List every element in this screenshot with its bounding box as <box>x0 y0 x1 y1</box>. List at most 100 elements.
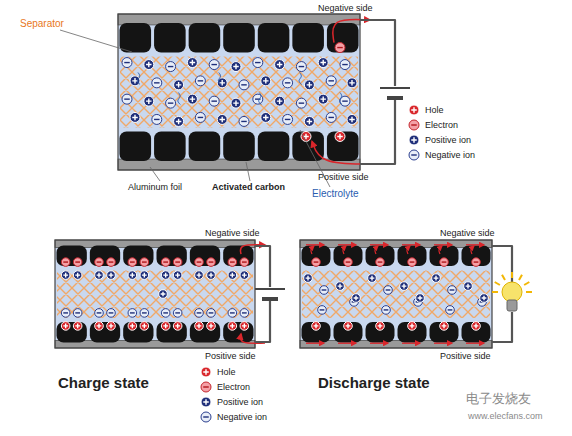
pos-particle <box>304 274 313 283</box>
pos-particle <box>240 271 249 280</box>
swatch-symbol <box>408 104 420 116</box>
hole-particle <box>201 367 211 377</box>
pos-particle <box>336 282 345 291</box>
legend-item: Positive ion <box>408 134 471 146</box>
wire <box>360 20 395 86</box>
aluminum-foil <box>300 240 492 248</box>
neg-particle <box>318 306 327 315</box>
battery-symbol <box>380 86 410 100</box>
neg-particle <box>173 309 182 318</box>
activated-carbon <box>189 23 221 53</box>
electron-particle <box>335 43 345 53</box>
aluminum-foil <box>55 240 255 248</box>
neg-particle <box>228 309 237 318</box>
hole-particle <box>195 322 204 331</box>
pos-particle <box>347 114 357 124</box>
label: Negative side <box>205 228 260 238</box>
hole-particle <box>240 322 249 331</box>
activated-carbon <box>157 246 187 267</box>
solvent-molecule <box>259 93 262 105</box>
neg-particle <box>107 309 116 318</box>
legend-text: Electron <box>217 382 250 392</box>
electron-particle <box>201 382 211 392</box>
neg-particle <box>152 114 162 124</box>
hole-particle <box>301 131 311 141</box>
legend-text: Negative ion <box>425 150 475 160</box>
electron-particle <box>228 258 237 267</box>
activated-carbon <box>57 246 87 267</box>
legend-text: Positive ion <box>217 397 263 407</box>
activated-carbon <box>258 23 290 53</box>
activated-carbon <box>462 246 491 267</box>
activated-carbon <box>334 322 363 343</box>
pos-particle <box>318 58 328 68</box>
pos-particle <box>140 271 149 280</box>
hole-particle <box>95 322 104 331</box>
discharge-arrow <box>338 343 356 344</box>
discharge-arrow <box>338 244 356 245</box>
neg-particle <box>384 286 393 295</box>
neg-particle <box>122 94 132 104</box>
leader-line <box>246 162 250 181</box>
activated-carbon <box>366 322 395 343</box>
light-bulb <box>492 272 532 311</box>
neg-particle <box>61 309 70 318</box>
solvent-molecule <box>178 93 181 105</box>
swatch-symbol <box>200 411 212 423</box>
discharge-arrow <box>306 343 324 344</box>
discharge-arrow <box>306 244 324 245</box>
neg-particle <box>446 306 455 315</box>
discharge-arrow <box>466 244 484 245</box>
legend-item: Electron <box>200 381 250 393</box>
electron-particle <box>440 258 449 267</box>
activated-carbon <box>430 322 459 343</box>
pos-particle <box>107 271 116 280</box>
neg-particle <box>95 309 104 318</box>
discharge-arrow <box>370 343 388 344</box>
neg-particle <box>283 78 293 88</box>
pos-particle <box>464 282 473 291</box>
electron-particle <box>107 258 116 267</box>
electron-particle <box>408 258 417 267</box>
hole-particle <box>312 322 321 331</box>
discharge-arrow <box>434 244 452 245</box>
activated-carbon <box>120 23 152 53</box>
pos-particle <box>144 60 154 70</box>
leader-line <box>150 167 160 181</box>
legend-item: Negative ion <box>408 149 475 161</box>
activated-carbon <box>223 322 253 343</box>
solvent-molecule <box>299 73 302 85</box>
pos-particle <box>275 96 285 106</box>
wire <box>360 100 395 164</box>
separator <box>57 270 253 318</box>
activated-carbon <box>123 246 153 267</box>
swatch-symbol <box>408 149 420 161</box>
hole-particle <box>228 322 237 331</box>
electron-particle <box>472 258 481 267</box>
pos-particle <box>161 271 170 280</box>
activated-carbon <box>90 322 120 343</box>
neg-particle <box>209 96 219 106</box>
discharge-arrow <box>466 343 484 344</box>
separator <box>302 270 490 318</box>
activated-carbon <box>157 322 187 343</box>
label: Positive side <box>205 351 256 361</box>
capacitor-cell <box>300 240 492 348</box>
neg-particle <box>195 112 205 122</box>
neg-particle <box>207 309 216 318</box>
discharge-arrow <box>311 246 314 254</box>
label: Positive side <box>440 351 491 361</box>
pos-particle <box>144 96 154 106</box>
pos-particle <box>261 76 271 86</box>
electron-particle <box>344 258 353 267</box>
hole-particle <box>207 322 216 331</box>
solvent-molecule <box>339 93 342 105</box>
pos-particle <box>432 274 441 283</box>
neg-particle <box>166 62 176 72</box>
wire <box>492 246 512 282</box>
legend-item: Hole <box>408 104 444 116</box>
pos-particle <box>231 62 241 72</box>
neg-particle <box>340 60 350 70</box>
pos-particle <box>416 294 425 303</box>
swatch-symbol <box>408 119 420 131</box>
